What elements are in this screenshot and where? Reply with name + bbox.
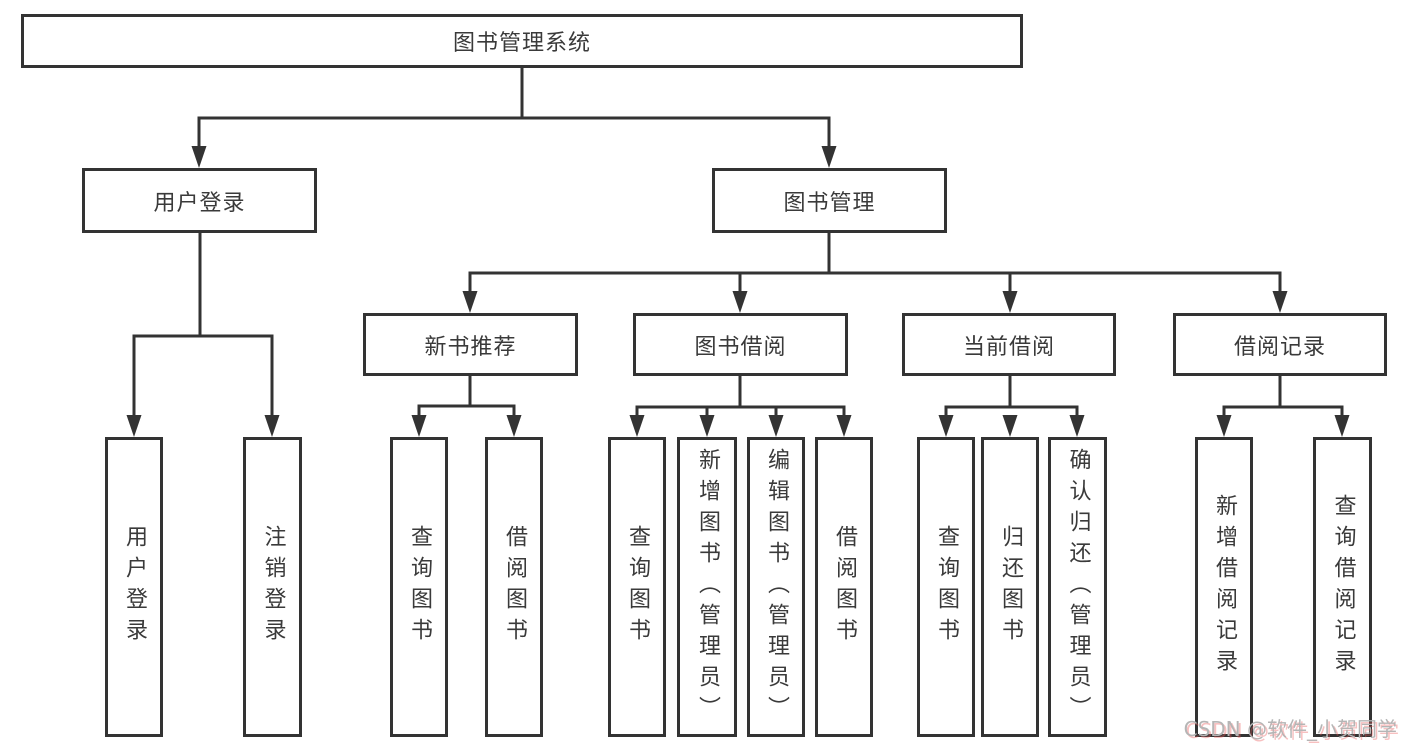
node-label: 新增图书（管理员） [695,447,720,727]
leaf-nbr-query-books: 查询图书 [390,437,448,737]
node-library-management-system: 图书管理系统 [21,14,1023,68]
leaf-cb-confirm-return-admin: 确认归还（管理员） [1048,437,1107,737]
node-label: 当前借阅 [962,334,1055,360]
node-label: 查询图书 [407,525,432,649]
node-label: 查询图书 [934,525,959,649]
leaf-cb-query-books: 查询图书 [917,437,975,737]
leaf-bb-edit-books-admin: 编辑图书（管理员） [747,437,805,737]
node-user-login: 用户登录 [82,168,317,233]
node-label: 注销登录 [260,525,286,649]
node-label: 图书管理 [783,190,876,216]
leaf-nbr-borrow-books: 借阅图书 [485,437,543,737]
leaf-br-add-record: 新增借阅记录 [1195,437,1253,737]
leaf-user-login: 用户登录 [105,437,163,737]
leaf-br-query-record: 查询借阅记录 [1313,437,1372,737]
node-book-management: 图书管理 [712,168,947,233]
arrowheads [126,146,1350,437]
node-label: 用户登录 [153,190,246,216]
node-label: 编辑图书（管理员） [764,447,789,727]
node-new-book-recommend: 新书推荐 [363,313,578,376]
node-label: 新增借阅记录 [1212,494,1237,680]
node-label: 确认归还（管理员） [1065,447,1091,727]
node-label: 新书推荐 [424,334,517,360]
node-current-borrow: 当前借阅 [902,313,1116,376]
node-label: 图书管理系统 [452,31,591,56]
node-label: 借阅图书 [502,525,527,649]
node-label: 图书借阅 [694,334,787,360]
node-book-borrow: 图书借阅 [633,313,848,376]
leaf-logout: 注销登录 [243,437,302,737]
leaf-bb-add-books-admin: 新增图书（管理员） [677,437,737,737]
node-label: 查询图书 [625,525,650,649]
leaf-bb-query-books: 查询图书 [608,437,666,737]
node-label: 用户登录 [122,525,147,649]
leaf-bb-borrow-books: 借阅图书 [815,437,873,737]
node-label: 借阅记录 [1233,334,1326,360]
node-label: 查询借阅记录 [1330,494,1356,680]
node-borrow-records: 借阅记录 [1173,313,1387,376]
csdn-watermark: CSDN @软件_小贺同学 [1183,717,1397,741]
node-label: 归还图书 [998,525,1023,649]
leaf-cb-return-books: 归还图书 [981,437,1039,737]
node-label: 借阅图书 [832,525,857,649]
